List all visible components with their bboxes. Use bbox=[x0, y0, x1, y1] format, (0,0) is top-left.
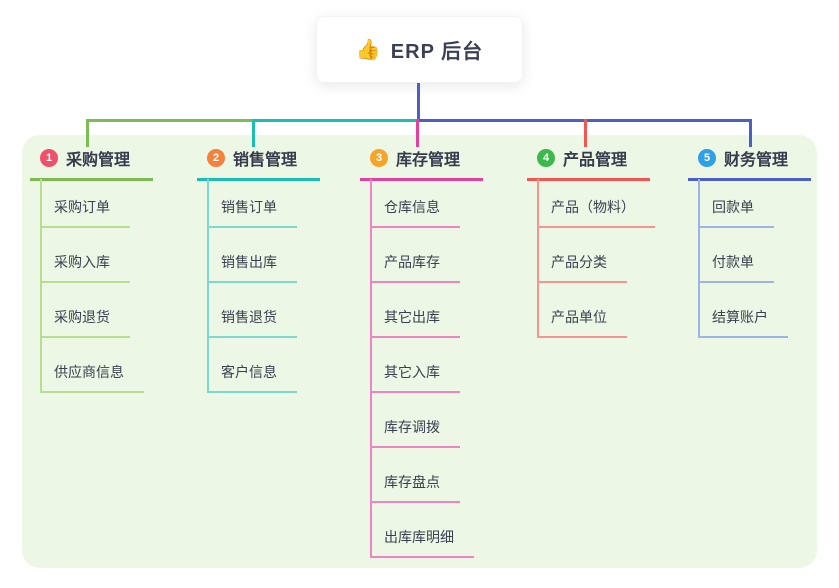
branch-4-label: 产品管理 bbox=[563, 152, 628, 169]
branch-2-connector-line bbox=[207, 179, 209, 393]
branch-3-label: 库存管理 bbox=[396, 152, 461, 169]
branch-5-label: 财务管理 bbox=[724, 152, 789, 169]
branch-3-child-2[interactable]: 产品库存 bbox=[370, 252, 460, 283]
connector-rail-segment-2 bbox=[255, 119, 418, 122]
root-node[interactable]: 👍 ERP 后台 bbox=[316, 16, 523, 83]
branch-1-child-1[interactable]: 采购订单 bbox=[40, 197, 130, 228]
branch-5-child-2[interactable]: 付款单 bbox=[698, 252, 774, 283]
branch-1-header[interactable]: 1 采购管理 bbox=[30, 146, 153, 181]
connector-drop-1 bbox=[86, 119, 89, 147]
branch-1-label: 采购管理 bbox=[66, 152, 131, 169]
branch-3-child-4[interactable]: 其它入库 bbox=[370, 362, 460, 393]
branch-3-header[interactable]: 3 库存管理 bbox=[360, 146, 483, 181]
branch-1-child-3[interactable]: 采购退货 bbox=[40, 307, 130, 338]
branch-5-child-3[interactable]: 结算账户 bbox=[698, 307, 788, 338]
connector-drop-3 bbox=[416, 119, 419, 147]
branch-3-child-1[interactable]: 仓库信息 bbox=[370, 197, 460, 228]
branch-1-child-4[interactable]: 供应商信息 bbox=[40, 362, 144, 393]
branch-3-child-3[interactable]: 其它出库 bbox=[370, 307, 460, 338]
branch-5-header[interactable]: 5 财务管理 bbox=[688, 146, 811, 181]
branch-2-child-2[interactable]: 销售出库 bbox=[207, 252, 297, 283]
branch-5-connector-line bbox=[698, 179, 700, 338]
branch-2-child-4[interactable]: 客户信息 bbox=[207, 362, 297, 393]
branch-4-child-1[interactable]: 产品（物料） bbox=[537, 197, 655, 228]
connector-rail-segment-1 bbox=[86, 119, 255, 122]
branch-2-child-3[interactable]: 销售退货 bbox=[207, 307, 297, 338]
branches-panel bbox=[22, 135, 817, 568]
branch-2-header[interactable]: 2 销售管理 bbox=[197, 146, 320, 181]
branch-4-header[interactable]: 4 产品管理 bbox=[527, 146, 650, 181]
branch-3-connector-line bbox=[370, 179, 372, 558]
branch-3-number-badge: 3 bbox=[370, 149, 388, 167]
branch-5-child-1[interactable]: 回款单 bbox=[698, 197, 774, 228]
branch-2-child-1[interactable]: 销售订单 bbox=[207, 197, 297, 228]
branch-1-number-badge: 1 bbox=[40, 149, 58, 167]
branch-2-number-badge: 2 bbox=[207, 149, 225, 167]
root-label: ERP 后台 bbox=[390, 41, 484, 63]
connector-drop-5 bbox=[749, 119, 752, 147]
branch-4-child-2[interactable]: 产品分类 bbox=[537, 252, 627, 283]
connector-drop-4 bbox=[584, 119, 587, 147]
branch-4-number-badge: 4 bbox=[537, 149, 555, 167]
connector-drop-2 bbox=[252, 119, 255, 147]
branch-4-child-3[interactable]: 产品单位 bbox=[537, 307, 627, 338]
branch-4-connector-line bbox=[537, 179, 539, 338]
branch-1-child-2[interactable]: 采购入库 bbox=[40, 252, 130, 283]
branch-2-label: 销售管理 bbox=[233, 152, 298, 169]
branch-3-child-5[interactable]: 库存调拨 bbox=[370, 417, 460, 448]
thumbs-up-icon: 👍 bbox=[355, 38, 381, 61]
branch-3-child-7[interactable]: 出库库明细 bbox=[370, 527, 474, 558]
branch-5-number-badge: 5 bbox=[698, 149, 716, 167]
connector-root-drop bbox=[417, 83, 420, 122]
branch-1-connector-line bbox=[40, 179, 42, 393]
branch-3-child-6[interactable]: 库存盘点 bbox=[370, 472, 460, 503]
